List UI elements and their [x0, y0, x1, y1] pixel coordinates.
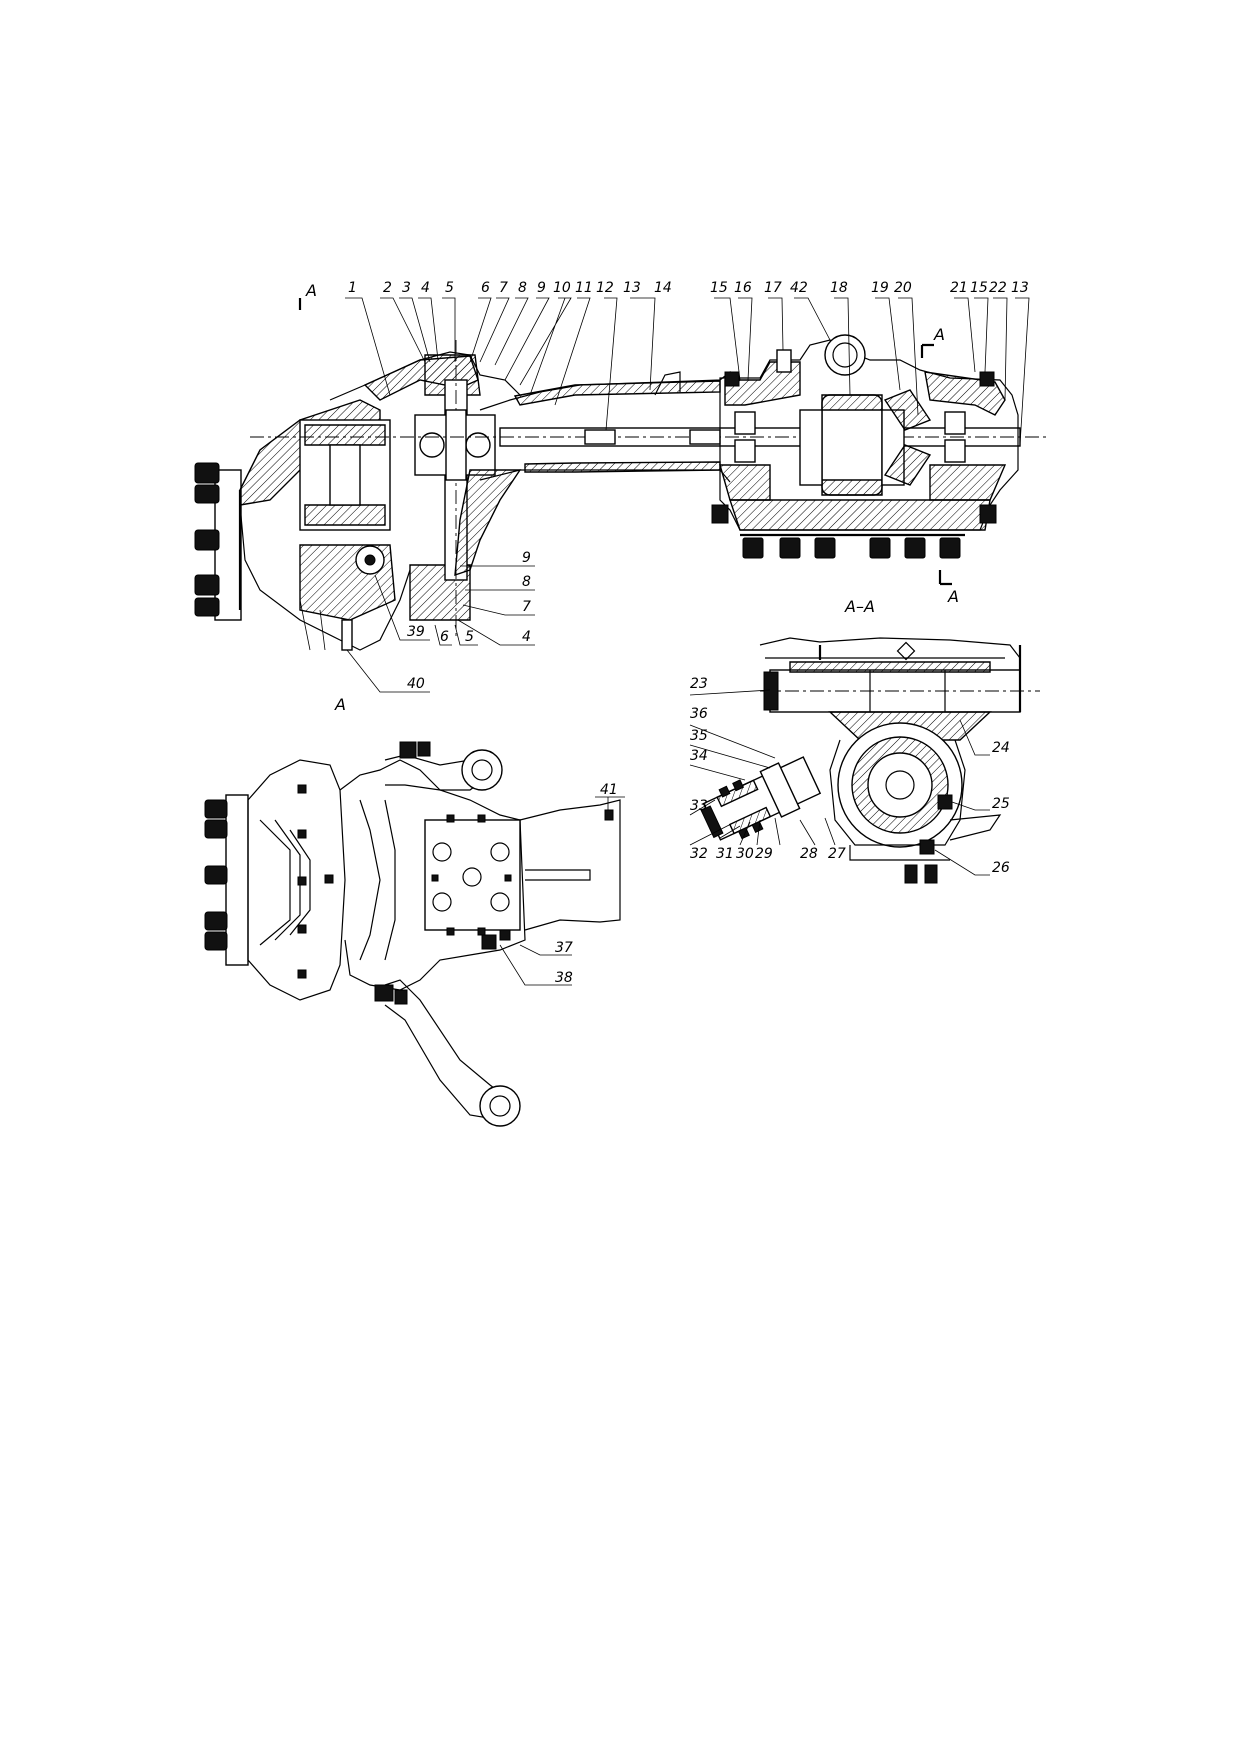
- callout: 9: [537, 280, 546, 296]
- callout: 9: [522, 550, 531, 566]
- top-leader-lines: [345, 297, 1030, 446]
- callout: 1: [348, 280, 357, 296]
- callout: 17: [764, 280, 782, 296]
- section-mark-a: A: [947, 587, 959, 606]
- callout: 8: [518, 280, 527, 296]
- callout: 22: [989, 280, 1007, 296]
- callout: 5: [465, 629, 474, 645]
- callout: 38: [555, 970, 573, 986]
- section-mark-a: A: [933, 325, 945, 344]
- callout: 3: [402, 280, 411, 296]
- section-aa-drawing: [689, 637, 1040, 884]
- callout: 16: [734, 280, 752, 296]
- callout: 7: [499, 280, 508, 296]
- main-section-drawing: [194, 298, 1050, 651]
- callout: 29: [755, 846, 773, 862]
- callout: 13: [1011, 280, 1029, 296]
- callout: 14: [654, 280, 672, 296]
- callout: 18: [830, 280, 848, 296]
- callout: 2: [383, 280, 392, 296]
- callout: 26: [992, 860, 1010, 876]
- callout: 34: [690, 748, 708, 764]
- section-aa-labels: A–A 23 36 35 34 33 32 31 30 29 28 27 24 …: [690, 597, 1010, 876]
- main-section-labels: A A A 1 2 3 4 5 6 7 8 9 10 11 12 13 14 1…: [305, 280, 1029, 692]
- callout: 6: [440, 629, 449, 645]
- callout: 40: [407, 676, 425, 692]
- callout: 12: [596, 280, 614, 296]
- callout: 42: [790, 280, 808, 296]
- callout: 39: [407, 624, 425, 640]
- callout: 19: [871, 280, 889, 296]
- callout: 23: [690, 676, 708, 692]
- callout: 32: [690, 846, 708, 862]
- callout: 15: [710, 280, 728, 296]
- callout: 37: [555, 940, 573, 956]
- section-mark-a: A: [305, 281, 317, 300]
- callout: 33: [690, 798, 708, 814]
- callout: 4: [421, 280, 430, 296]
- view-a-labels: A 41 37 38: [334, 695, 618, 986]
- bottom-leader-lines: [346, 565, 535, 693]
- callout: 30: [736, 846, 754, 862]
- callout: 28: [800, 846, 818, 862]
- view-a-drawing: [204, 741, 625, 1127]
- callout: 7: [522, 599, 531, 615]
- callout: 31: [716, 846, 734, 862]
- callout: 4: [522, 629, 531, 645]
- callout: 36: [690, 706, 708, 722]
- callout: 11: [575, 280, 593, 296]
- section-aa-title: A–A: [844, 597, 875, 616]
- view-a-title: A: [334, 695, 346, 714]
- callout: 6: [481, 280, 490, 296]
- callout: 15: [970, 280, 988, 296]
- callout: 20: [894, 280, 912, 296]
- callout: 10: [553, 280, 571, 296]
- callout: 13: [623, 280, 641, 296]
- callout: 25: [992, 796, 1010, 812]
- callout: 5: [445, 280, 454, 296]
- callout: 21: [950, 280, 968, 296]
- callout: 8: [522, 574, 531, 590]
- callout: 24: [992, 740, 1010, 756]
- callout: 35: [690, 728, 708, 744]
- callout: 27: [828, 846, 846, 862]
- callout: 41: [600, 782, 618, 798]
